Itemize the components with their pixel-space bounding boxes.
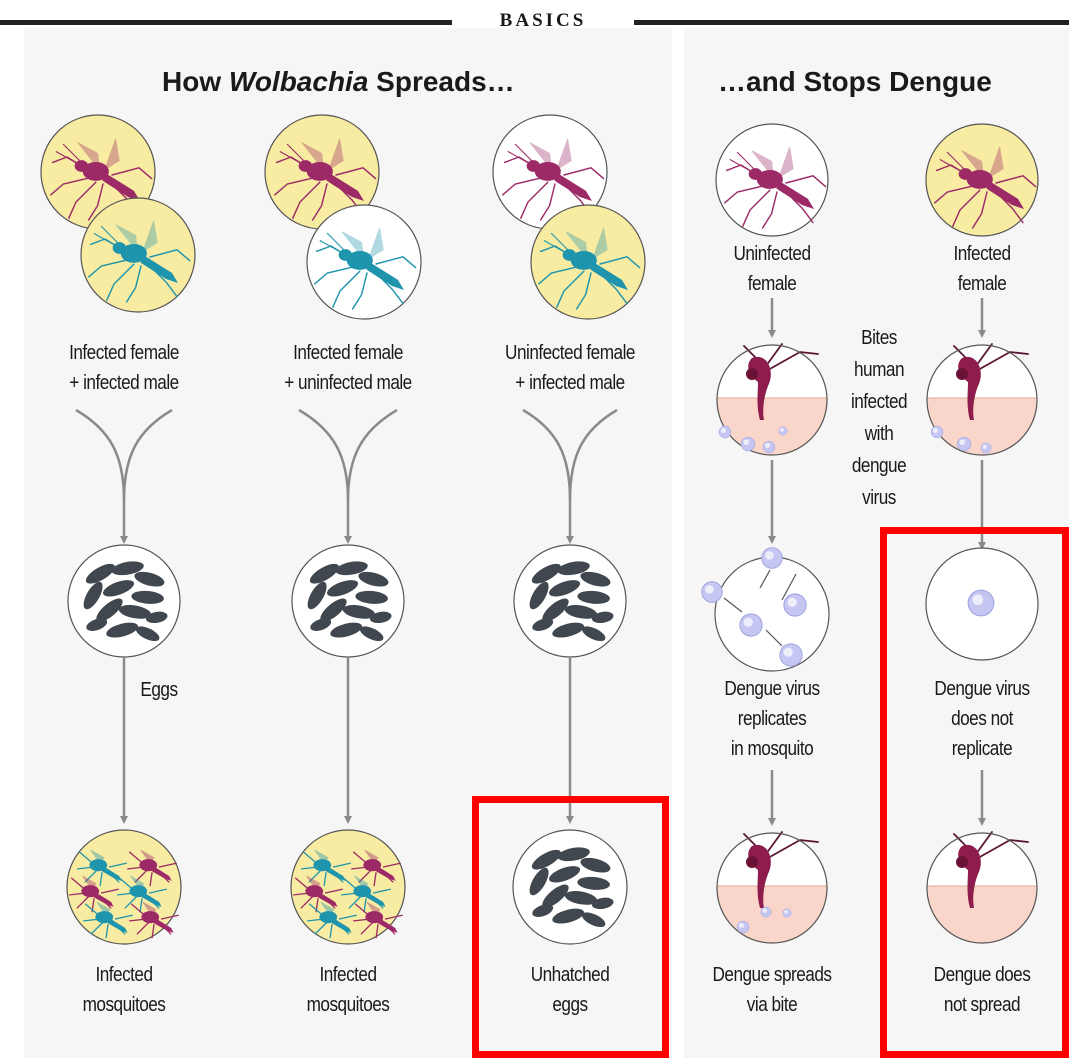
uninfected-female-label: Uninfected female (712, 239, 832, 299)
col2-result-label: Infected mosquitoes (279, 960, 417, 1020)
col2-result-line2: mosquitoes (279, 990, 417, 1020)
col2-result-line1: Infected (279, 960, 417, 990)
col2-eggs-circle (292, 545, 404, 657)
col1-pair-line1: Infected female (38, 338, 210, 368)
col2-pair-line2: + uninfected male (262, 368, 434, 398)
col1-result-label: Infected mosquitoes (55, 960, 193, 1020)
uninfected-spread-circle (712, 832, 832, 956)
bite-note: Bites human infected with dengue virus (840, 322, 917, 514)
col3-pair-line2: + infected male (484, 368, 656, 398)
uninfected-step2-line3: in mosquito (703, 734, 841, 764)
uninfected-step2-line1: Dengue virus (703, 674, 841, 704)
infected-female-label: Infected female (922, 239, 1042, 299)
col2-pair-line1: Infected female (262, 338, 434, 368)
uninfected-line1: Uninfected (712, 239, 832, 269)
bite-note-line6: virus (840, 482, 917, 514)
uninfected-female-circle (716, 124, 828, 236)
uninfected-step2-line2: replicates (703, 704, 841, 734)
col3-pair-line1: Uninfected female (484, 338, 656, 368)
highlight-box-infected-column (880, 527, 1069, 1058)
uninfected-bite-circle (712, 344, 832, 468)
highlight-box-unhatched (472, 796, 669, 1058)
bite-note-line3: infected (840, 386, 917, 418)
col1-result-circle (67, 830, 181, 944)
col1-pair-label: Infected female + infected male (38, 338, 210, 398)
col2-male-circle (307, 205, 421, 319)
col2-pair-label: Infected female + uninfected male (262, 338, 434, 398)
infected-female-circle (926, 124, 1038, 236)
uninfected-step3-line1: Dengue spreads (695, 960, 850, 990)
col3-eggs-circle (514, 545, 626, 657)
col1-result-line1: Infected (55, 960, 193, 990)
col1-pair-line2: + infected male (38, 368, 210, 398)
infected-line1: Infected (922, 239, 1042, 269)
bite-note-line5: dengue (840, 450, 917, 482)
uninfected-step3-label: Dengue spreads via bite (695, 960, 850, 1020)
bite-note-line2: human (840, 354, 917, 386)
infected-line2: female (922, 269, 1042, 299)
col1-result-line2: mosquitoes (55, 990, 193, 1020)
col1-eggs-circle (68, 545, 180, 657)
bite-note-line4: with (840, 418, 917, 450)
col3-male-circle (531, 205, 645, 319)
uninfected-step2-label: Dengue virus replicates in mosquito (703, 674, 841, 764)
bite-note-line1: Bites (840, 322, 917, 354)
merge-arrows (76, 410, 617, 540)
col1-male-circle (81, 198, 195, 312)
col3-pair-label: Uninfected female + infected male (484, 338, 656, 398)
uninfected-virus-circle (702, 548, 829, 671)
col2-result-circle (291, 830, 405, 944)
infected-bite-circle (922, 344, 1042, 468)
uninfected-step3-line2: via bite (695, 990, 850, 1020)
eggs-label: Eggs (129, 675, 189, 705)
uninfected-line2: female (712, 269, 832, 299)
